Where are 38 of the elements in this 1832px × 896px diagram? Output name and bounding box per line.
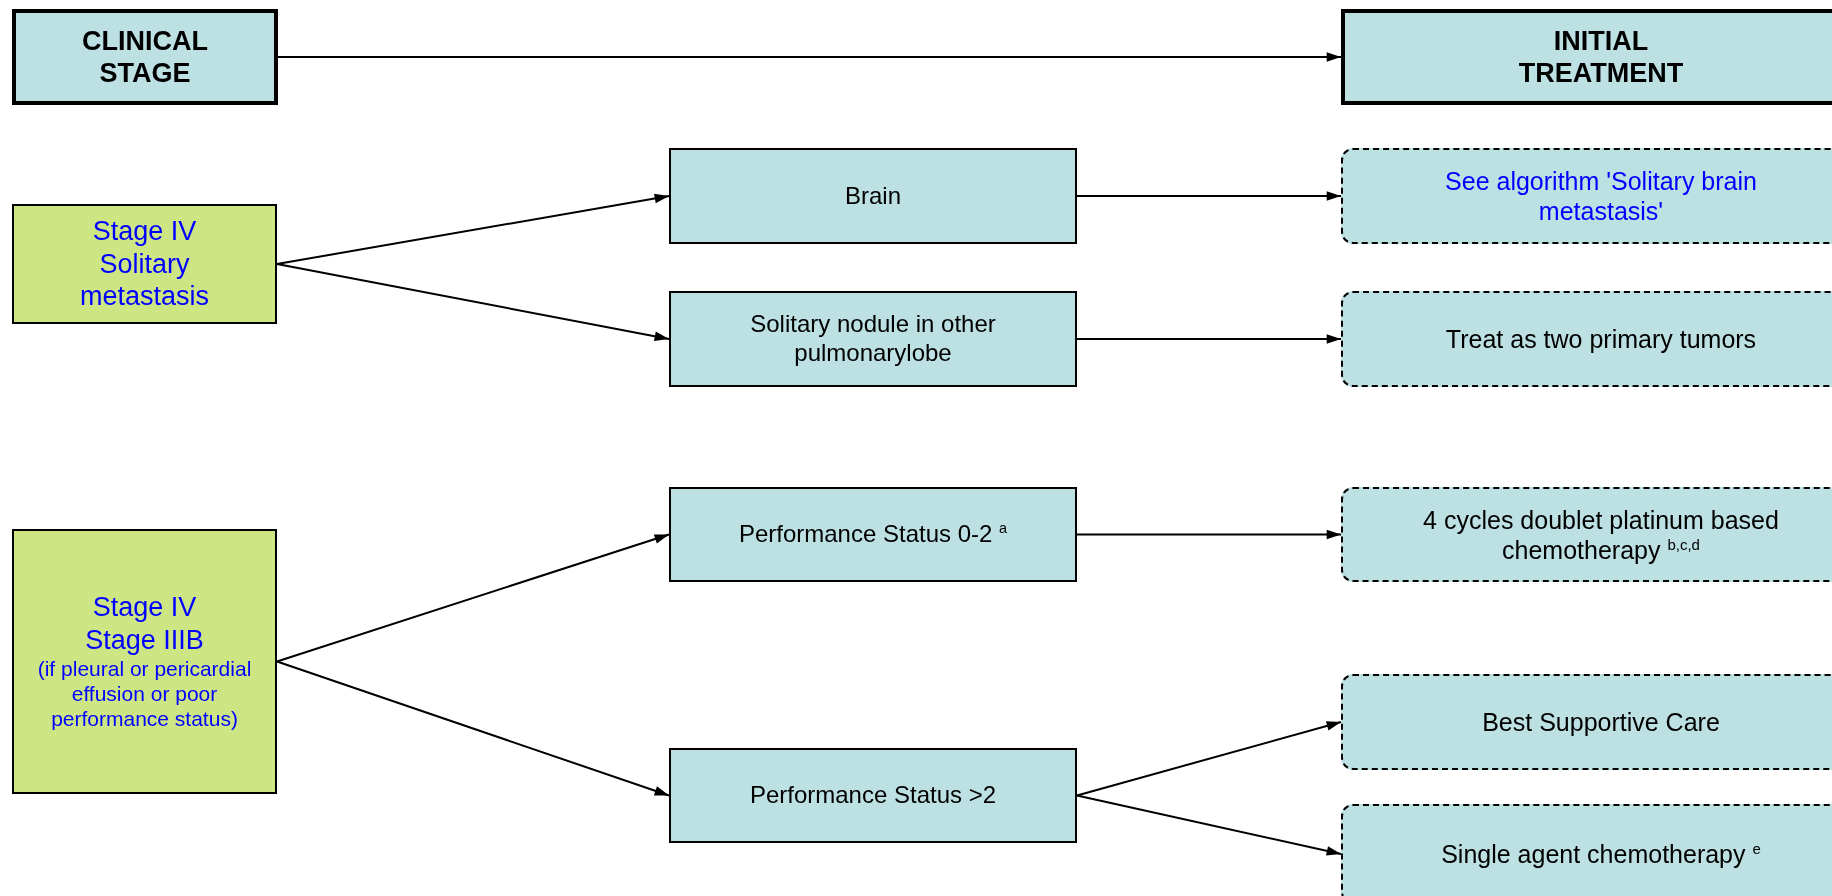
node-text: See algorithm 'Solitary brain metastasis' bbox=[1444, 166, 1758, 226]
treatment-box bbox=[1341, 487, 1832, 582]
node-text: Solitary nodule in other pulmonarylobe bbox=[749, 310, 997, 368]
treatment-box bbox=[1341, 291, 1832, 387]
node-text: 4 cycles doublet platinum based chemotherapy $^{b,c,d}$ bbox=[1422, 504, 1780, 565]
node-text: Stage IIIB bbox=[85, 623, 204, 657]
stage-box bbox=[12, 529, 277, 794]
node-text: Solitary metastasis bbox=[78, 247, 210, 313]
treatment-box bbox=[1341, 148, 1832, 244]
treatment-box bbox=[1341, 674, 1832, 770]
process-box bbox=[669, 291, 1077, 387]
arrow bbox=[276, 660, 670, 797]
stage-box bbox=[12, 204, 277, 324]
header-box bbox=[12, 9, 278, 105]
arrow bbox=[1076, 721, 1342, 797]
arrow bbox=[277, 52, 1342, 62]
node-text: Brain bbox=[845, 181, 901, 211]
treatment-box bbox=[1341, 804, 1832, 896]
node-text: INITIAL TREATMENT bbox=[1517, 24, 1685, 90]
node-text: (if pleural or pericardial effusion or poor performance status) bbox=[36, 656, 253, 732]
header-box bbox=[1341, 9, 1832, 105]
node-text: CLINICAL STAGE bbox=[81, 24, 209, 90]
arrow bbox=[1076, 334, 1342, 344]
node-text: Performance Status 0-2 $^{a}$ bbox=[738, 520, 1008, 549]
process-box bbox=[669, 487, 1077, 582]
arrow bbox=[276, 263, 670, 342]
arrow bbox=[1076, 191, 1342, 201]
node-text: Treat as two primary tumors bbox=[1445, 324, 1757, 354]
arrow bbox=[276, 533, 670, 663]
arrow bbox=[1076, 794, 1342, 856]
node-text: Stage IV bbox=[92, 215, 197, 248]
node-text: Performance Status >2 bbox=[749, 781, 997, 810]
arrow bbox=[1076, 529, 1342, 540]
process-box bbox=[669, 148, 1077, 244]
process-box bbox=[669, 748, 1077, 843]
node-text: Stage IV bbox=[92, 591, 197, 624]
node-text: Single agent chemotherapy $^{e}$ bbox=[1441, 839, 1761, 869]
node-text: Best Supportive Care bbox=[1482, 707, 1720, 737]
